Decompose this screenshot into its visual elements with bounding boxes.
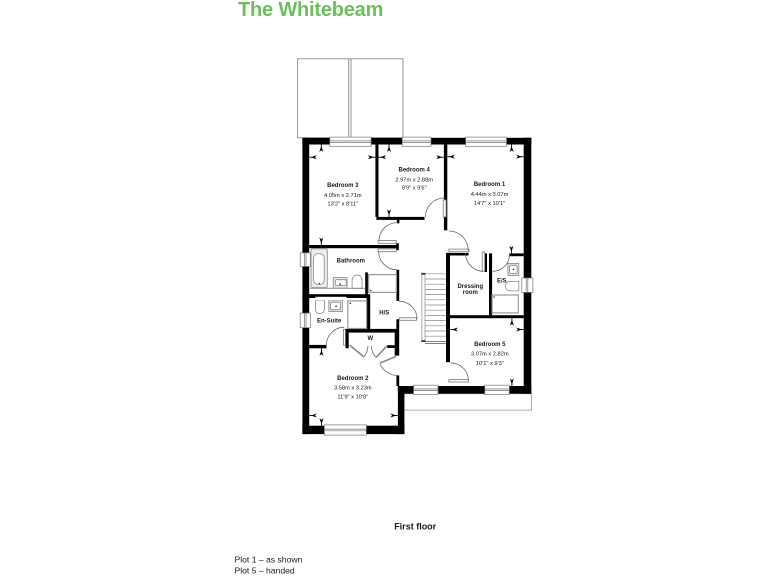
- svg-text:Bedroom 3: Bedroom 3: [327, 183, 359, 189]
- svg-text:Dressing: Dressing: [457, 284, 483, 290]
- svg-text:En-Suite: En-Suite: [317, 319, 342, 325]
- svg-text:3.58m x 3.23m: 3.58m x 3.23m: [334, 386, 372, 392]
- svg-text:E/S: E/S: [497, 279, 507, 285]
- svg-text:Bathroom: Bathroom: [337, 259, 365, 265]
- svg-text:4.44m x 3.07m: 4.44m x 3.07m: [471, 192, 509, 198]
- svg-text:Plot 5 – handed: Plot 5 – handed: [235, 566, 295, 576]
- svg-text:Bedroom 1: Bedroom 1: [474, 182, 506, 188]
- svg-text:10'1" x 9'3": 10'1" x 9'3": [476, 361, 504, 367]
- svg-text:W: W: [367, 336, 373, 342]
- svg-text:13'2" x 8'11": 13'2" x 8'11": [327, 202, 358, 208]
- svg-text:14'7" x 10'1": 14'7" x 10'1": [474, 201, 505, 207]
- svg-text:H/S: H/S: [379, 310, 389, 316]
- svg-text:4.05m x 2.71m: 4.05m x 2.71m: [324, 193, 362, 199]
- svg-text:First floor: First floor: [394, 521, 436, 531]
- svg-text:2.97m x 2.88m: 2.97m x 2.88m: [395, 178, 433, 184]
- svg-text:Bedroom 2: Bedroom 2: [337, 376, 369, 382]
- svg-text:9'9" x 9'6": 9'9" x 9'6": [402, 186, 427, 192]
- svg-text:11'9" x 10'8": 11'9" x 10'8": [337, 395, 368, 401]
- svg-text:3.07m x 2.82m: 3.07m x 2.82m: [471, 352, 509, 358]
- svg-text:Bedroom 4: Bedroom 4: [399, 168, 431, 174]
- svg-text:The Whitebeam: The Whitebeam: [238, 0, 383, 21]
- svg-text:room: room: [463, 290, 478, 296]
- svg-text:Bedroom 5: Bedroom 5: [474, 342, 506, 348]
- svg-text:Plot 1 – as shown: Plot 1 – as shown: [235, 554, 303, 564]
